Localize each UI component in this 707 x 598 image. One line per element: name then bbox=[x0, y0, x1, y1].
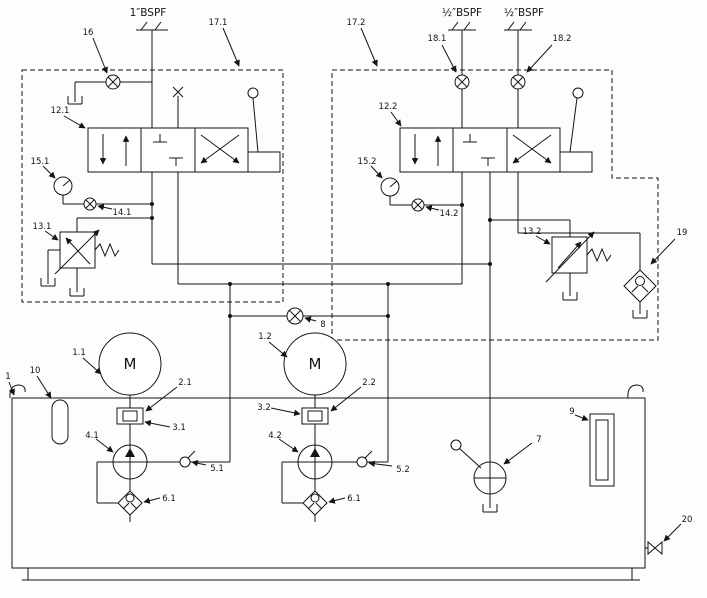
label-3-2: 3.2 bbox=[257, 403, 271, 413]
hand-pump-7 bbox=[450, 439, 507, 495]
drain-valve-20 bbox=[647, 540, 663, 556]
isolator-valve-18-1 bbox=[454, 74, 470, 90]
label-2-2: 2.2 bbox=[362, 378, 376, 388]
label-12-1: 12.1 bbox=[51, 106, 70, 116]
label-15-2: 15.2 bbox=[358, 157, 377, 167]
lever-knob-icon bbox=[450, 439, 462, 451]
shutoff-valve-8 bbox=[286, 307, 304, 325]
suction-strainer-6-1 bbox=[117, 490, 143, 516]
label-17-2: 17.2 bbox=[347, 18, 366, 28]
label-15-1: 15.1 bbox=[31, 157, 50, 167]
label-14-2: 14.2 bbox=[440, 209, 459, 219]
label-7: 7 bbox=[536, 435, 541, 445]
label-10: 10 bbox=[30, 366, 41, 376]
label-port-1bspf: 1″BSPF bbox=[130, 7, 167, 19]
directional-valve-12-2 bbox=[399, 87, 593, 173]
pressure-gauge-15-1 bbox=[53, 176, 73, 196]
relief-valve-13-1 bbox=[54, 229, 120, 275]
label-6-1: 6.1 bbox=[162, 494, 176, 504]
port-half-bspf-2 bbox=[504, 21, 532, 31]
electric-motor-1-2: M bbox=[283, 332, 347, 396]
pump-4-2 bbox=[297, 444, 333, 480]
label-8: 8 bbox=[320, 320, 325, 330]
label-4-2: 4.2 bbox=[268, 431, 282, 441]
label-1-2: 1.2 bbox=[258, 332, 272, 342]
directional-valve-12-1 bbox=[87, 87, 281, 173]
label-5-1: 5.1 bbox=[210, 464, 224, 474]
tank-return-symbols bbox=[40, 96, 648, 513]
return-filter-19 bbox=[623, 269, 657, 303]
callout-labels: 1″BSPF ½″BSPF ½″BSPF 16 17.1 17.2 18.1 1… bbox=[5, 7, 692, 525]
label-18-1: 18.1 bbox=[428, 34, 447, 44]
port-half-bspf-1 bbox=[448, 21, 476, 31]
label-3-1: 3.1 bbox=[172, 423, 186, 433]
lifting-hook-right-icon bbox=[627, 384, 644, 399]
label-12-2: 12.2 bbox=[379, 102, 398, 112]
label-16: 16 bbox=[83, 28, 94, 38]
isolator-valve-18-2 bbox=[510, 74, 526, 90]
electric-motor-1-1: M bbox=[98, 332, 162, 396]
junction-dots bbox=[150, 202, 492, 318]
lever-knob-icon bbox=[572, 87, 584, 99]
label-5-2: 5.2 bbox=[396, 465, 410, 475]
level-gauge-9 bbox=[589, 413, 615, 487]
label-18-2: 18.2 bbox=[553, 34, 572, 44]
gauge-isolator-14-2 bbox=[411, 198, 425, 212]
coupling-2-2 bbox=[301, 407, 329, 425]
lever-knob-icon bbox=[247, 87, 259, 99]
relief-valve-13-2 bbox=[545, 231, 612, 283]
label-14-1: 14.1 bbox=[113, 208, 132, 218]
gauge-isolator-14-1 bbox=[83, 197, 97, 211]
test-point-5-1 bbox=[179, 450, 196, 468]
pump-4-1 bbox=[112, 444, 148, 480]
label-port-half-bspf-1: ½″BSPF bbox=[442, 7, 482, 19]
label-17-1: 17.1 bbox=[209, 18, 228, 28]
label-1-1: 1.1 bbox=[72, 348, 86, 358]
motor-letter: M bbox=[309, 355, 322, 373]
label-20: 20 bbox=[682, 515, 693, 525]
isolator-valve-16 bbox=[105, 74, 121, 90]
pipework bbox=[47, 30, 648, 549]
coupling-2-1 bbox=[116, 407, 144, 425]
pressure-gauge-15-2 bbox=[380, 177, 400, 197]
label-13-2: 13.2 bbox=[523, 227, 542, 237]
label-2-1: 2.1 bbox=[178, 378, 192, 388]
suction-strainer-6-1b bbox=[302, 490, 328, 516]
label-1: 1 bbox=[5, 372, 10, 382]
test-point-5-2 bbox=[356, 450, 373, 468]
label-9: 9 bbox=[569, 407, 574, 417]
label-4-1: 4.1 bbox=[85, 431, 99, 441]
label-port-half-bspf-2: ½″BSPF bbox=[504, 7, 544, 19]
port-1bspf bbox=[136, 21, 168, 31]
label-13-1: 13.1 bbox=[33, 222, 52, 232]
callout-leaders bbox=[8, 27, 682, 542]
label-19: 19 bbox=[677, 228, 688, 238]
plugged-port-icon bbox=[172, 86, 184, 98]
motor-letter: M bbox=[124, 355, 137, 373]
reservoir-tank bbox=[9, 384, 646, 581]
filler-breather-10 bbox=[51, 399, 69, 445]
label-6-1b: 6.1 bbox=[347, 494, 361, 504]
